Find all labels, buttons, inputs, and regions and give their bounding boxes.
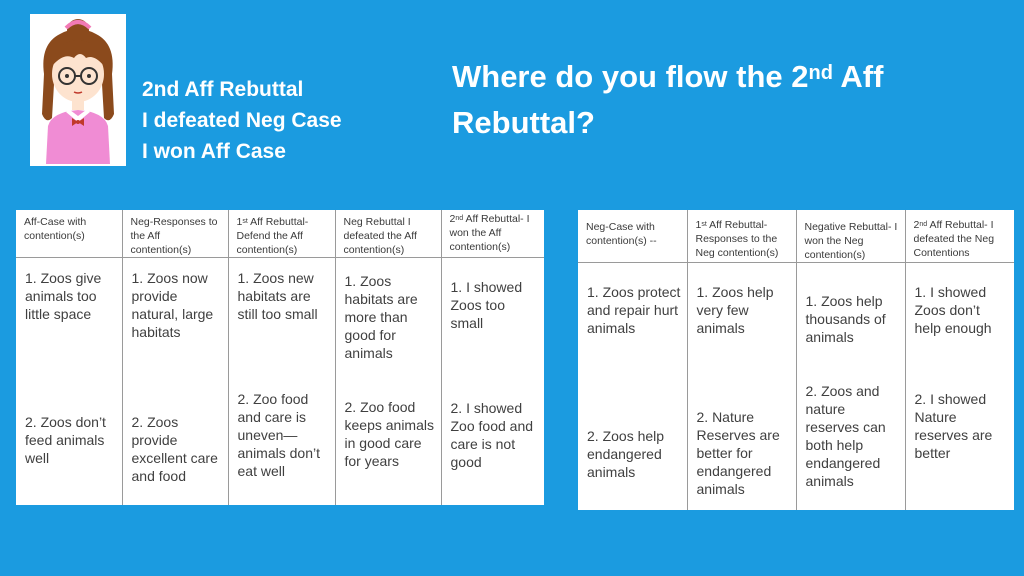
argument-cell: 2. Zoos and nature reserves can both hel… (805, 383, 886, 489)
column-header: Neg Rebuttal I defeated the Aff contenti… (334, 210, 442, 258)
column-header: 2nd Aff Rebuttal- I defeated the Neg Con… (904, 210, 1014, 263)
flow-column: 1. Zoos help thousands of animals 2. Zoo… (795, 262, 906, 510)
subtitle-line: I won Aff Case (142, 140, 286, 163)
flow-column: 1. Zoos protect and repair hurt animals … (578, 262, 688, 510)
argument-cell: 1. Zoos now provide natural, large habit… (131, 270, 214, 340)
neg-case-flow-table: Neg-Case with contention(s) -- 1st Aff R… (578, 210, 1014, 510)
subtitle-line: 2nd Aff Rebuttal (142, 78, 304, 101)
argument-cell: 2. I showed Nature reserves are better (914, 391, 993, 461)
aff-case-flow-table: Aff-Case with contention(s) Neg-Response… (16, 210, 544, 505)
argument-cell: 1. Zoos habitats are more than good for … (344, 273, 418, 361)
column-header: Neg-Case with contention(s) -- (578, 210, 688, 263)
argument-cell: 2. Zoos provide excellent care and food (131, 414, 218, 484)
subtitle-block: 2nd Aff Rebuttal I defeated Neg Case I w… (142, 74, 342, 167)
title-superscript: nd (808, 62, 833, 84)
argument-cell: 1. Zoos give animals too little space (25, 270, 102, 322)
argument-cell: 2. I showed Zoo food and care is not goo… (450, 400, 534, 470)
argument-cell: 1. Zoos help thousands of animals (805, 293, 886, 345)
column-header: 1st Aff Rebuttal- Defend the Aff content… (227, 210, 336, 258)
argument-cell: 2. Zoos help endangered animals (587, 428, 665, 480)
flow-column: 1. Zoos help very few animals 2. Nature … (686, 262, 797, 510)
column-header: Aff-Case with contention(s) (16, 210, 123, 258)
column-header: Negative Rebuttal- I won the Neg content… (795, 210, 906, 263)
title-part: Where do you flow the 2 (452, 59, 809, 94)
flow-column: 1. Zoos give animals too little space 2.… (16, 257, 123, 505)
column-header: Neg-Responses to the Aff contention(s) (121, 210, 229, 258)
argument-cell: 1. Zoos help very few animals (696, 284, 774, 336)
argument-cell: 1. Zoos new habitats are still too small (237, 270, 318, 322)
flow-column: 1. Zoos habitats are more than good for … (334, 257, 442, 505)
subtitle-line: I defeated Neg Case (142, 109, 342, 132)
title-part: Aff (832, 59, 884, 94)
avatar (30, 14, 126, 166)
argument-cell: 1. Zoos protect and repair hurt animals (587, 284, 681, 336)
page-title: Where do you flow the 2nd Aff Rebuttal? (452, 54, 992, 146)
argument-cell: 1. I showed Zoos don’t help enough (914, 284, 992, 336)
argument-cell: 2. Zoo food keeps animals in good care f… (344, 399, 435, 469)
column-header: 1st Aff Rebuttal- Responses to the Neg c… (686, 210, 797, 263)
argument-cell: 2. Zoos don’t feed animals well (25, 414, 106, 466)
girl-avatar-icon (42, 19, 114, 164)
argument-cell: 2. Zoo food and care is uneven—animals d… (237, 391, 321, 479)
argument-cell: 2. Nature Reserves are better for endang… (696, 409, 780, 497)
column-header: 2nd Aff Rebuttal- I won the Aff contenti… (440, 210, 544, 258)
flow-column: 1. Zoos now provide natural, large habit… (121, 257, 229, 505)
flow-column: 1. I showed Zoos don’t help enough 2. I … (904, 262, 1014, 510)
title-part: Rebuttal? (452, 105, 595, 140)
flow-column: 1. I showed Zoos too small 2. I showed Z… (440, 257, 544, 505)
flow-column: 1. Zoos new habitats are still too small… (227, 257, 336, 505)
argument-cell: 1. I showed Zoos too small (450, 279, 523, 331)
